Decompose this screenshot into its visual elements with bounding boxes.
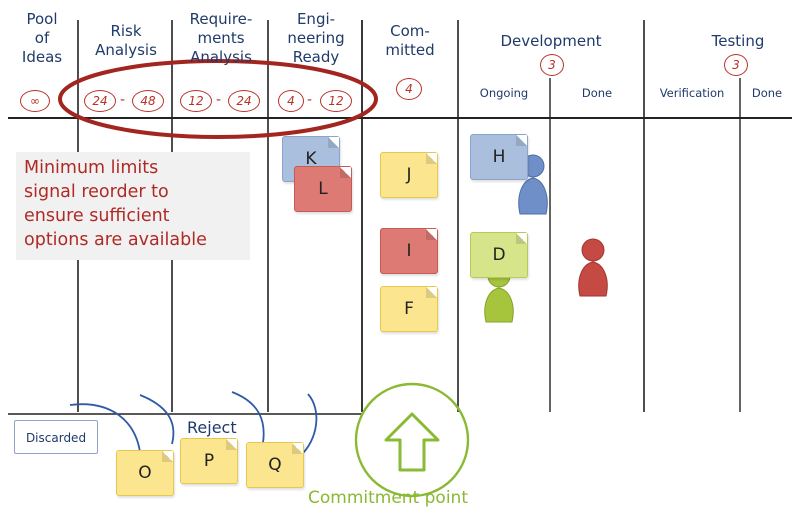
subcolumn-done: Done	[581, 86, 613, 100]
card-p[interactable]: P	[180, 438, 238, 484]
column-header-testing: Testing	[711, 32, 765, 50]
column-header-pool: Pool of Ideas	[21, 10, 63, 66]
column-header-committed: Com- mitted	[385, 22, 435, 59]
reject-arrow-4	[299, 393, 318, 457]
column-header-engineering: Engi- neering Ready	[287, 10, 345, 66]
subcolumn-ongoing: Ongoing	[479, 86, 529, 100]
limit-dash: -	[120, 92, 126, 108]
subcolumn-testing-done: Done	[751, 86, 783, 100]
wip-limit-risk-min: 24	[84, 90, 116, 112]
reject-arrow-2	[139, 394, 175, 445]
card-d[interactable]: D	[470, 232, 528, 278]
wip-limit-eng-min: 4	[278, 90, 304, 112]
limits-ellipse	[58, 59, 378, 139]
column-header-development: Development	[500, 32, 602, 50]
card-h[interactable]: H	[470, 134, 528, 180]
subcolumn-verification: Verification	[659, 86, 725, 100]
card-j[interactable]: J	[380, 152, 438, 198]
wip-limit-req-max: 24	[228, 90, 260, 112]
wip-limit-eng-max: 12	[320, 90, 352, 112]
commitment-point-label: Commitment point	[308, 488, 468, 508]
callout-background	[16, 152, 250, 260]
commitment-circle	[354, 382, 470, 498]
wip-limit-risk-max: 48	[132, 90, 164, 112]
card-l[interactable]: L	[294, 166, 352, 212]
wip-limit-req-min: 12	[180, 90, 212, 112]
card-o[interactable]: O	[116, 450, 174, 496]
card-i[interactable]: I	[380, 228, 438, 274]
up-arrow-in-circle-icon	[384, 412, 440, 472]
column-header-risk: Risk Analysis	[95, 22, 157, 59]
wip-limit-committed: 4	[396, 78, 422, 100]
game-pawn-icon	[578, 238, 608, 297]
card-q[interactable]: Q	[246, 442, 304, 488]
discarded-area: Discarded	[14, 420, 98, 454]
wip-limit-development: 3	[540, 54, 564, 76]
reject-arrow-1	[69, 403, 141, 453]
limit-dash: -	[216, 92, 222, 108]
wip-limit-testing: 3	[724, 54, 748, 76]
callout-note: Minimum limits signal reorder to ensure …	[24, 158, 207, 250]
reject-label: Reject	[187, 418, 237, 437]
column-header-requirements: Require- ments Analysis	[189, 10, 253, 66]
reject-arrow-3	[231, 391, 265, 449]
wip-limit-pool: ∞	[20, 90, 50, 112]
card-f[interactable]: F	[380, 286, 438, 332]
limit-dash: -	[307, 92, 313, 108]
